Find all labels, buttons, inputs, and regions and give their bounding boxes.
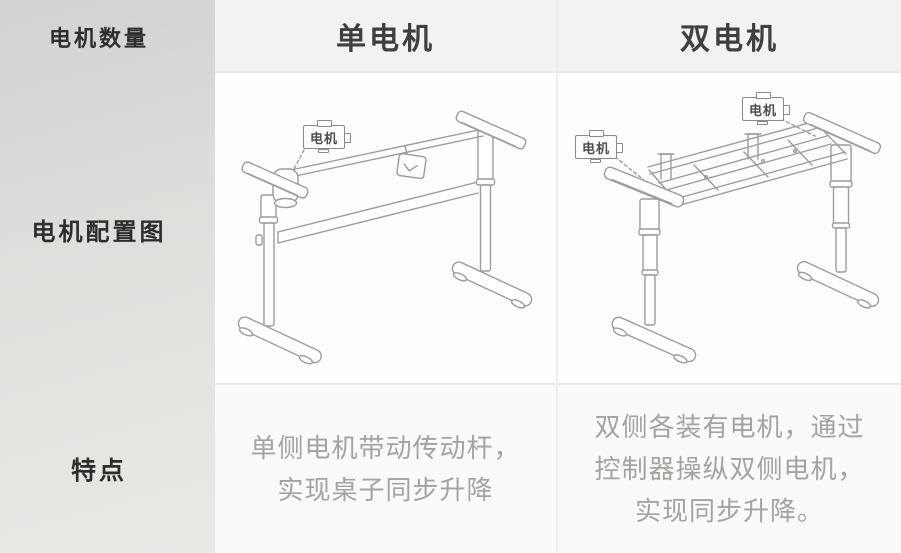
dual-motor-title: 双电机 bbox=[680, 22, 779, 56]
single-motor-feature-cell: 单侧电机带动传动杆， 实现桌子同步升降 bbox=[215, 385, 558, 553]
motor-label-text: 电机 bbox=[309, 130, 338, 146]
motor-label-chip-left: 电机 bbox=[575, 130, 623, 163]
motor-label-chip: 电机 bbox=[303, 120, 351, 153]
row-label-motor-layout: 电机配置图 bbox=[31, 218, 167, 246]
motor-chip-bottom-tab bbox=[757, 121, 768, 125]
motor-chip-bottom-tab bbox=[318, 149, 329, 153]
header-cell-single-motor: 单电机 bbox=[215, 0, 558, 73]
dual-motor-feature-cell: 双侧各装有电机，通过 控制器操纵双侧电机， 实现同步升降。 bbox=[558, 385, 901, 553]
comparison-grid: 单电机 双电机 bbox=[215, 0, 901, 553]
feature-line: 实现同步升降。 bbox=[634, 496, 824, 526]
single-motor-desk-drawing bbox=[237, 110, 533, 365]
row-labels-sidebar: 电机数量 电机配置图 特点 bbox=[0, 0, 215, 553]
single-motor-title: 单电机 bbox=[336, 22, 435, 56]
header-cell-dual-motor: 双电机 bbox=[558, 0, 901, 73]
feature-line: 单侧电机带动传动杆， bbox=[250, 433, 521, 463]
dual-motor-desk-drawing bbox=[603, 111, 882, 364]
feature-line: 控制器操纵双侧电机， bbox=[594, 454, 865, 484]
dual-motor-diagram-cell: 电机 电机 bbox=[558, 73, 901, 385]
row-label-features: 特点 bbox=[70, 457, 127, 485]
feature-line: 双侧各装有电机，通过 bbox=[594, 412, 865, 442]
motor-label-text: 电机 bbox=[748, 102, 777, 118]
feature-line: 实现桌子同步升降 bbox=[277, 475, 494, 505]
motor-chip-bottom-tab bbox=[590, 159, 601, 163]
motor-label-text: 电机 bbox=[581, 140, 610, 156]
row-label-motor-count: 电机数量 bbox=[48, 25, 149, 51]
single-motor-diagram-cell: 电机 bbox=[215, 73, 558, 385]
motor-label-chip-right: 电机 bbox=[742, 92, 790, 125]
